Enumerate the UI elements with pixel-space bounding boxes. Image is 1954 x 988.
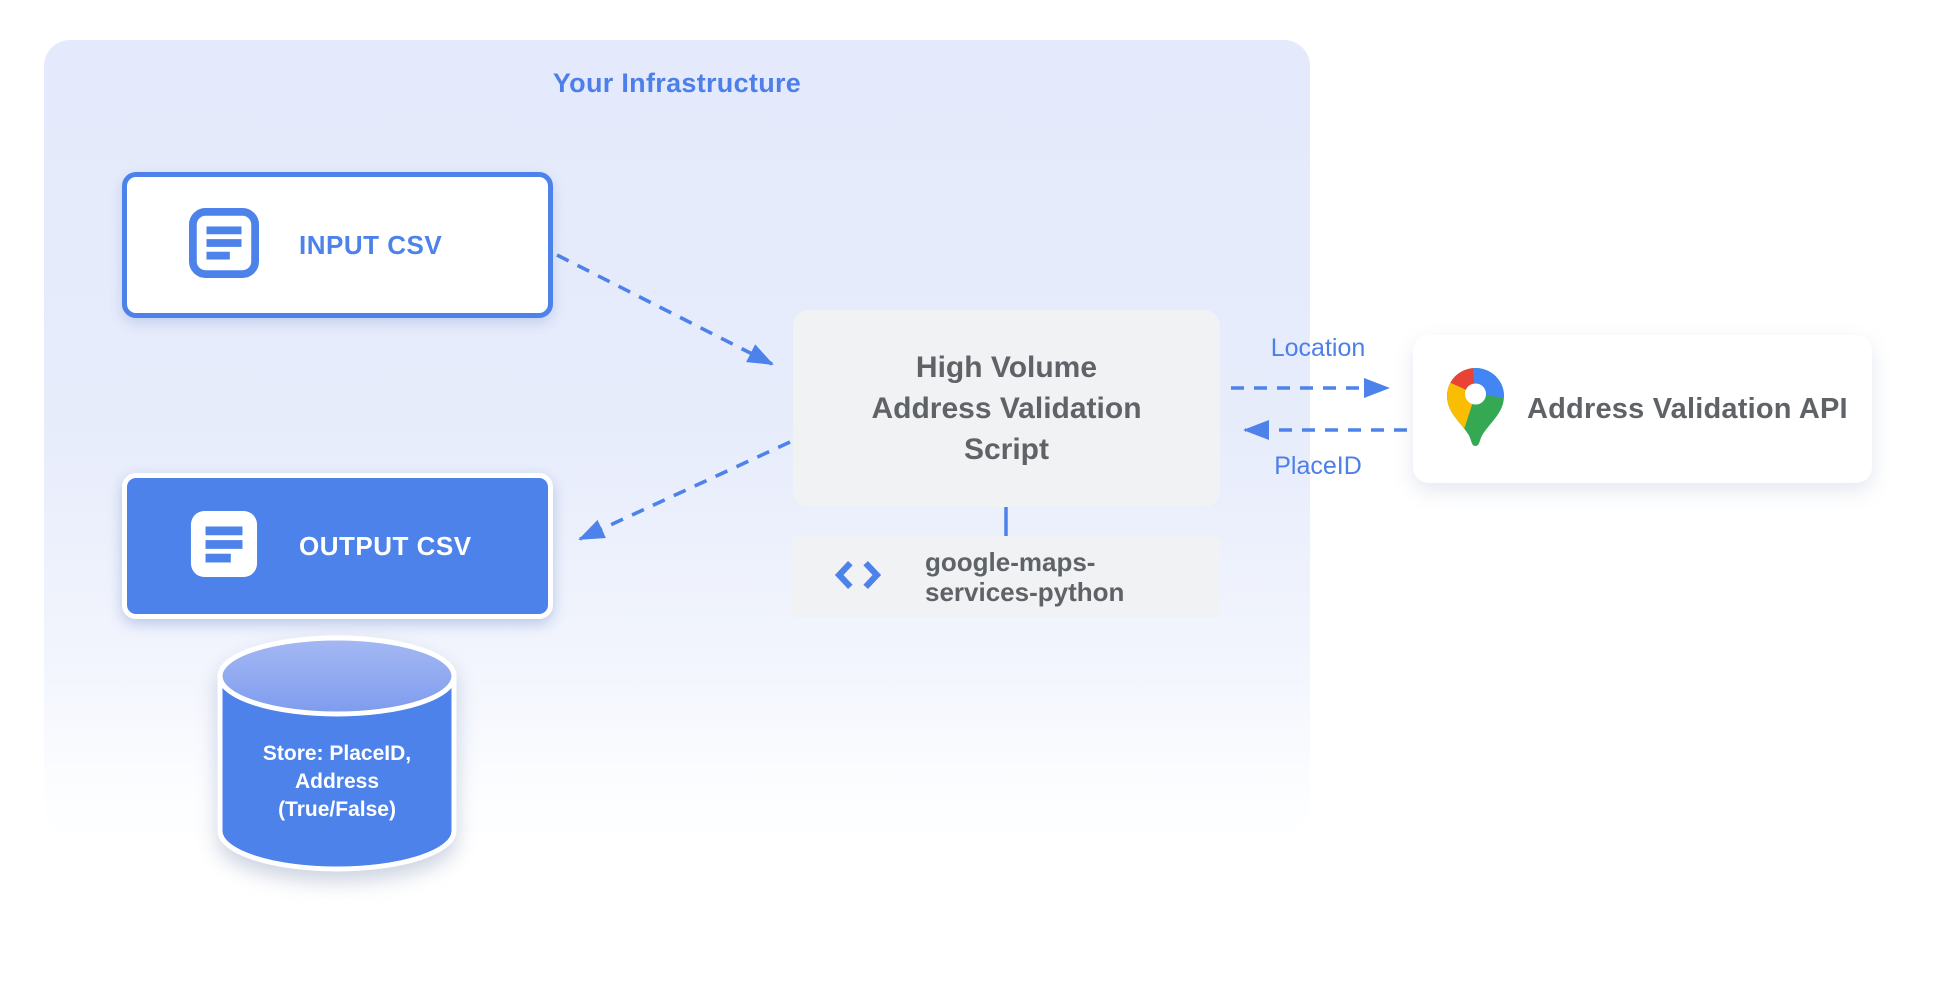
python-library-label: google-maps- services-python xyxy=(925,547,1124,607)
script-line3: Script xyxy=(963,433,1049,466)
output-csv-label: OUTPUT CSV xyxy=(299,530,472,561)
database-cylinder-icon xyxy=(217,635,457,872)
datastore-line3: (True/False) xyxy=(278,798,396,821)
document-icon xyxy=(189,207,259,283)
library-line2: services-python xyxy=(925,577,1125,607)
node-output-csv: OUTPUT CSV xyxy=(122,473,553,619)
script-line1: High Volume xyxy=(915,351,1098,384)
address-validation-api-label: Address Validation API xyxy=(1527,392,1848,425)
edge-label-location: Location xyxy=(1270,334,1366,362)
code-icon xyxy=(834,559,882,596)
input-csv-label: INPUT CSV xyxy=(299,229,443,260)
library-line1: google-maps- xyxy=(925,547,1096,577)
validation-script-label: High Volume Address Validation Script xyxy=(871,347,1141,470)
node-validation-script: High Volume Address Validation Script xyxy=(793,310,1220,507)
panel-title: Your Infrastructure xyxy=(552,68,802,98)
node-python-library: google-maps- services-python xyxy=(792,536,1220,618)
document-icon xyxy=(189,509,259,584)
datastore-label: Store: PlaceID, Address (True/False) xyxy=(212,740,462,824)
google-maps-pin-icon xyxy=(1447,367,1504,451)
datastore-line1: Store: PlaceID, xyxy=(262,742,412,765)
node-address-validation-api: Address Validation API xyxy=(1413,335,1872,483)
edge-label-placeid: PlaceID xyxy=(1274,452,1362,480)
node-input-csv: INPUT CSV xyxy=(122,172,553,318)
datastore-line2: Address xyxy=(294,770,380,793)
script-line2: Address Validation xyxy=(871,392,1142,425)
